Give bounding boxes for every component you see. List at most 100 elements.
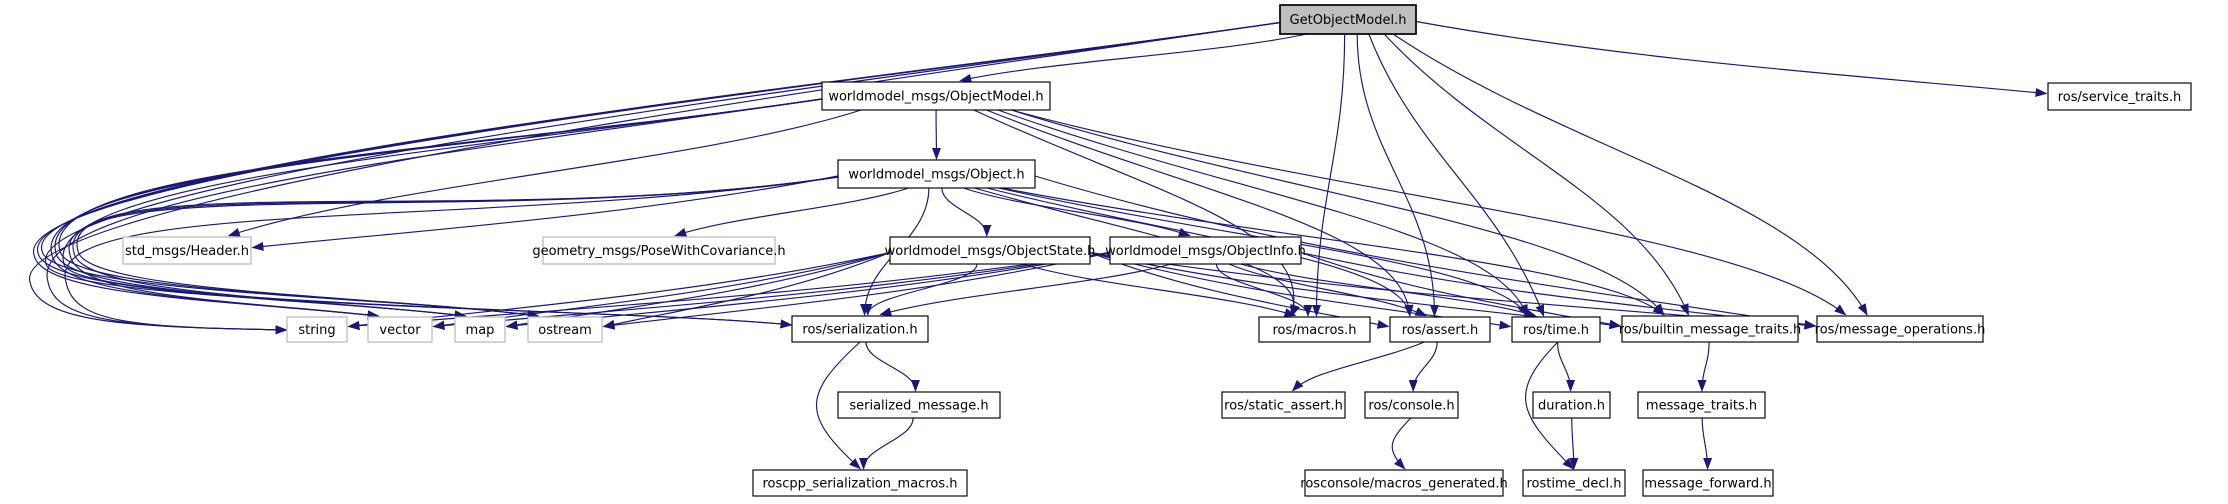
edge-serialization-to-serialized_message [865,341,920,392]
node-box-static_assert[interactable] [1221,391,1346,419]
node-label-get_object_model: GetObjectModel.h [1290,13,1407,28]
edge-object_state-to-macros [1022,263,1297,317]
node-label-header: std_msgs/Header.h [125,244,249,259]
edge-time-to-rostime_decl [1524,341,1574,470]
graph-node-serialization[interactable]: ros/serialization.h [791,315,929,343]
node-label-message_operations: ros/message_operations.h [1815,323,1986,338]
node-box-serialized_message[interactable] [837,391,1001,419]
edge-object_info-to-assert [1228,263,1428,317]
node-label-static_assert: ros/static_assert.h [1224,399,1343,414]
node-box-object_info[interactable] [1109,236,1302,265]
edge-object_model-to-assert [986,109,1414,317]
node-box-time[interactable] [1511,316,1601,343]
edge-object_model-to-macros [973,109,1299,317]
node-label-serialization: ros/serialization.h [802,323,917,338]
graph-node-vector: vector [367,316,433,343]
node-box-object[interactable] [837,159,1036,189]
edge-object_info-to-macros [1215,263,1313,317]
node-label-rosconsole_macros_generated: rosconsole/macros_generated.h [1300,477,1507,492]
nodes-layer: GetObjectModel.h worldmodel_msgs/ObjectMo… [122,4,2192,497]
graph-node-macros[interactable]: ros/macros.h [1258,316,1371,343]
edge-get_object_model-to-builtin_message_traits [1383,33,1689,316]
edge-get_object_model-to-service_traits [1415,20,2048,97]
node-box-object_model[interactable] [821,81,1051,111]
node-box-get_object_model [1279,4,1417,35]
node-label-object_info: worldmodel_msgs/ObjectInfo.h [1105,244,1306,259]
node-box-serialization[interactable] [791,315,929,343]
edge-object_state-to-serialization [863,263,978,316]
graph-node-duration[interactable]: duration.h [1532,391,1611,419]
node-label-ostream: ostream [538,323,592,338]
edge-object-to-object_state [941,187,992,237]
graph-node-map: map [454,316,506,343]
edge-serialization-to-roscpp_serialization_macros [815,341,862,470]
node-box-duration[interactable] [1532,391,1611,419]
edge-get_object_model-to-map [37,21,1281,320]
graph-node-object_info[interactable]: worldmodel_msgs/ObjectInfo.h [1105,236,1306,265]
graph-node-static_assert[interactable]: ros/static_assert.h [1221,391,1346,419]
node-box-rostime_decl[interactable] [1522,469,1626,497]
graph-node-message_traits[interactable]: message_traits.h [1637,391,1766,419]
graph-node-object_state[interactable]: worldmodel_msgs/ObjectState.h [885,236,1096,265]
node-box-object_state[interactable] [889,236,1091,265]
graph-node-object[interactable]: worldmodel_msgs/Object.h [837,159,1036,189]
node-box-service_traits[interactable] [2047,82,2192,111]
node-label-string: string [298,323,335,338]
node-box-message_operations[interactable] [1816,315,1984,343]
graph-node-serialized_message[interactable]: serialized_message.h [837,391,1001,419]
edge-duration-to-rostime_decl [1569,417,1579,470]
edge-builtin_message_traits-to-message_traits [1697,341,1710,392]
node-label-macros: ros/macros.h [1272,323,1356,338]
edge-message_traits-to-message_forward [1701,417,1713,470]
edge-console-to-rosconsole_macros_generated [1391,417,1412,470]
node-box-message_traits[interactable] [1637,391,1766,419]
edge-get_object_model-to-time [1368,33,1545,317]
graph-node-get_object_model: GetObjectModel.h [1279,4,1417,35]
graph-node-message_forward[interactable]: message_forward.h [1642,469,1774,497]
edge-get_object_model-to-object_model [959,33,1307,83]
node-box-rosconsole_macros_generated[interactable] [1304,469,1504,497]
edge-get_object_model-to-vector [33,21,1281,320]
graph-node-rosconsole_macros_generated[interactable]: rosconsole/macros_generated.h [1300,469,1508,497]
edge-object_info-to-vector [432,251,1111,331]
graph-node-rostime_decl[interactable]: rostime_decl.h [1522,469,1626,497]
graph-node-console[interactable]: ros/console.h [1364,391,1459,419]
graph-node-service_traits[interactable]: ros/service_traits.h [2047,82,2192,111]
graph-node-pose_with_covariance: geometry_msgs/PoseWithCovariance.h [532,236,786,265]
edge-object-to-header [251,175,839,251]
edge-object-to-time [998,187,1528,317]
edge-object_info-to-time [1240,263,1537,318]
graph-node-header: std_msgs/Header.h [122,236,252,265]
edge-assert-to-console [1408,341,1438,392]
node-box-builtin_message_traits[interactable] [1621,315,1799,343]
graph-node-message_operations[interactable]: ros/message_operations.h [1815,315,1986,343]
edge-object_model-to-map [54,98,823,320]
node-box-map [454,316,506,343]
edge-get_object_model-to-macros [1312,33,1346,317]
edge-get_object_model-to-message_operations [1392,33,1868,316]
node-box-header [122,236,252,265]
node-box-string [286,316,348,343]
node-box-console[interactable] [1364,391,1459,419]
edge-object_model-to-builtin_message_traits [1011,109,1665,316]
edge-get_object_model-to-assert [1356,33,1439,317]
node-label-message_forward: message_forward.h [1644,477,1771,492]
node-label-service_traits: ros/service_traits.h [2058,90,2182,105]
graph-node-string: string [286,316,348,343]
node-label-pose_with_covariance: geometry_msgs/PoseWithCovariance.h [532,244,785,259]
graph-node-time[interactable]: ros/time.h [1511,316,1601,343]
node-box-assert[interactable] [1389,316,1491,343]
graph-node-builtin_message_traits[interactable]: ros/builtin_message_traits.h [1619,315,1802,343]
graph-node-assert[interactable]: ros/assert.h [1389,316,1491,343]
edge-object_model-to-serialization [62,98,823,329]
node-label-rostime_decl: rostime_decl.h [1526,477,1621,492]
graph-node-roscpp_serialization_macros[interactable]: roscpp_serialization_macros.h [752,469,968,497]
node-box-macros[interactable] [1258,316,1371,343]
graph-node-object_model[interactable]: worldmodel_msgs/ObjectModel.h [821,81,1051,111]
node-box-roscpp_serialization_macros[interactable] [752,469,968,497]
edge-assert-to-static_assert [1291,341,1425,392]
graph-node-ostream: ostream [527,316,603,343]
node-box-message_forward[interactable] [1642,469,1774,497]
